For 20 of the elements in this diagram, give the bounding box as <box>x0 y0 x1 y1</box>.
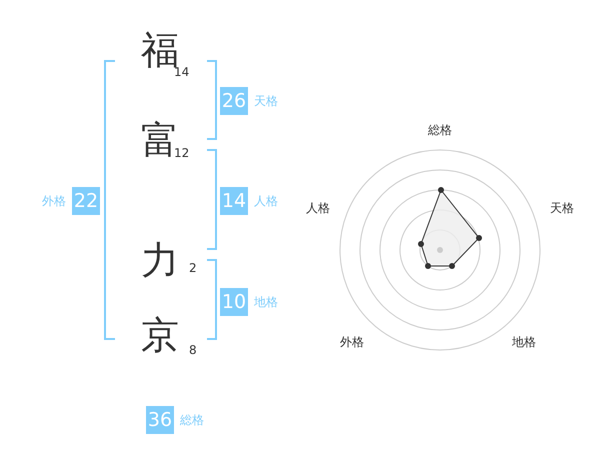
label: 総格 <box>180 412 204 429</box>
axis-label: 地格 <box>512 334 536 350</box>
axis-label: 外格 <box>340 334 364 350</box>
character: 京 <box>141 313 179 357</box>
label: 外格 <box>42 193 66 210</box>
label: 地格 <box>254 294 278 311</box>
number-box: 26 <box>220 87 248 115</box>
character: 力 <box>141 238 179 282</box>
number-box: 36 <box>146 406 174 434</box>
axis-label: 総格 <box>428 122 452 138</box>
stroke-count: 2 <box>189 260 197 276</box>
label: 天格 <box>254 93 278 110</box>
number-box: 22 <box>72 187 100 215</box>
axis-label: 天格 <box>550 200 574 216</box>
stroke-count: 12 <box>174 146 190 161</box>
label: 人格 <box>254 193 278 210</box>
number-box: 10 <box>220 288 248 316</box>
stroke-count: 8 <box>189 342 197 358</box>
number-box: 14 <box>220 187 248 215</box>
axis-label: 人格 <box>306 200 330 216</box>
